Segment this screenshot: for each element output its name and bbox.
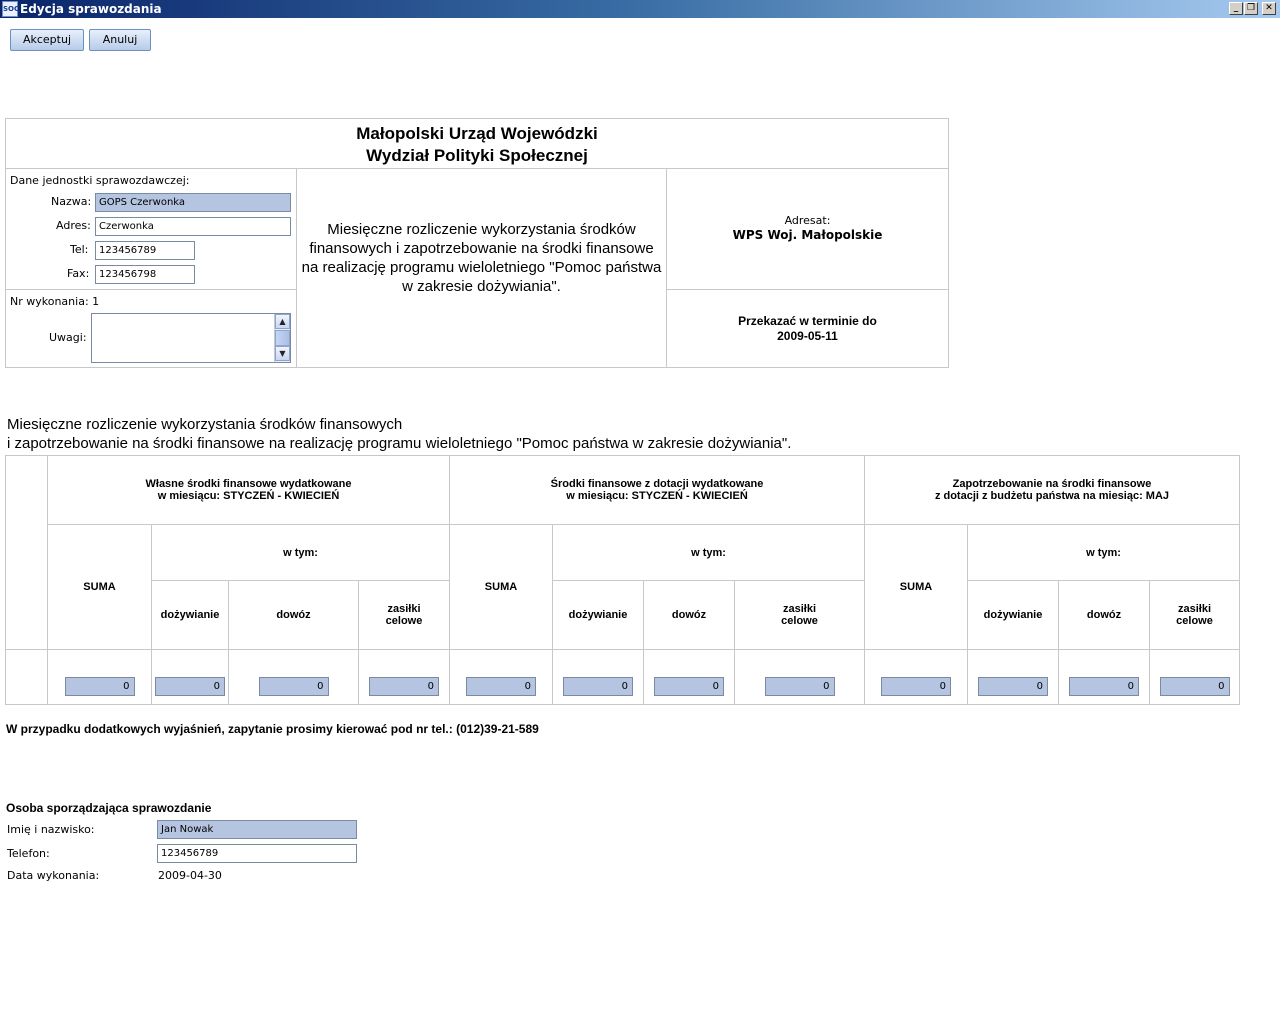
unit-address-field[interactable]: Czerwonka: [95, 217, 291, 236]
group-header-grant-funds: Środki finansowe z dotacji wydatkowane w…: [449, 455, 865, 525]
transport-header: dowóz: [1058, 580, 1150, 650]
close-button[interactable]: ✕: [1262, 2, 1276, 15]
feeding-header: dożywianie: [151, 580, 229, 650]
sum-header: SUMA: [47, 524, 152, 650]
window-title: Edycja sprawozdania: [20, 2, 162, 16]
contact-note: W przypadku dodatkowych wyjaśnień, zapyt…: [6, 722, 539, 736]
table-row: 0 0 0 0 0 0 0 0 0 0 0 0: [5, 649, 1240, 705]
remarks-scrollbar[interactable]: ▲ ▼: [274, 314, 290, 362]
preparer-name-label: Imię i nazwisko:: [7, 823, 95, 836]
group-grant-line2: w miesiącu: STYCZEŃ - KWIECIEŃ: [566, 490, 748, 502]
addressee-value: WPS Woj. Małopolskie: [732, 228, 883, 242]
accept-button[interactable]: Akceptuj: [10, 29, 84, 51]
own-feeding-field[interactable]: 0: [155, 677, 225, 696]
deadline-date: 2009-05-11: [777, 329, 838, 343]
grant-sum-field: 0: [466, 677, 536, 696]
group-header-demand: Zapotrzebowanie na środki finansowe z do…: [864, 455, 1240, 525]
unit-fax-field[interactable]: 123456798: [95, 265, 195, 284]
institution-header: Małopolski Urząd Wojewódzki Wydział Poli…: [5, 118, 949, 169]
report-description: Miesięczne rozliczenie wykorzystania śro…: [301, 221, 662, 295]
preparer-name-field: Jan Nowak: [157, 820, 357, 839]
fax-label: Fax:: [67, 267, 90, 280]
row-label-cell: [5, 649, 48, 705]
scroll-down-icon[interactable]: ▼: [275, 346, 290, 361]
scroll-thumb[interactable]: [275, 330, 290, 346]
report-description-panel: Miesięczne rozliczenie wykorzystania śro…: [296, 168, 667, 368]
window-titlebar: SOC Edycja sprawozdania _ ❐ ✕: [0, 0, 1280, 18]
preparer-phone-label: Telefon:: [7, 847, 50, 860]
group-demand-line1: Zapotrzebowanie na środki finansowe: [952, 478, 1152, 490]
report-table: Własne środki finansowe wydatkowane w mi…: [5, 455, 1240, 705]
sum-header: SUMA: [449, 524, 553, 650]
demand-sum-field: 0: [881, 677, 951, 696]
group-own-line2: w miesiącu: STYCZEŃ - KWIECIEŃ: [157, 490, 340, 502]
own-sum-field: 0: [64, 677, 135, 696]
own-transport-field[interactable]: 0: [258, 677, 329, 696]
group-header-own-funds: Własne środki finansowe wydatkowane w mi…: [47, 455, 450, 525]
deadline-panel: Przekazać w terminie do 2009-05-11: [666, 289, 949, 368]
including-header: w tym:: [552, 524, 865, 581]
own-allowance-field[interactable]: 0: [369, 677, 439, 696]
preparer-title: Osoba sporządzająca sprawozdanie: [6, 801, 212, 815]
transport-header: dowóz: [643, 580, 735, 650]
group-own-line1: Własne środki finansowe wydatkowane: [145, 478, 352, 490]
row-header-cell: [5, 455, 48, 650]
feeding-header: dożywianie: [967, 580, 1059, 650]
addressee-label: Adresat:: [784, 214, 831, 227]
grant-feeding-field[interactable]: 0: [563, 677, 633, 696]
name-label: Nazwa:: [51, 195, 92, 208]
including-header: w tym:: [967, 524, 1240, 581]
section-title-line1: Miesięczne rozliczenie wykorzystania śro…: [7, 416, 403, 433]
unit-tel-field[interactable]: 123456789: [95, 241, 195, 260]
tel-label: Tel:: [70, 243, 89, 256]
department-name: Wydział Polityki Społecznej: [366, 146, 588, 165]
unit-name-field: GOPS Czerwonka: [95, 193, 291, 212]
preparer-date-label: Data wykonania:: [7, 869, 100, 882]
demand-allowance-field[interactable]: 0: [1159, 677, 1230, 696]
address-label: Adres:: [56, 219, 91, 232]
unit-data-label: Dane jednostki sprawozdawczej:: [10, 174, 190, 187]
deadline-label: Przekazać w terminie do: [738, 314, 877, 328]
cancel-button[interactable]: Anuluj: [89, 29, 151, 51]
minimize-button[interactable]: _: [1229, 2, 1243, 15]
sum-header: SUMA: [864, 524, 968, 650]
restore-button[interactable]: ❐: [1244, 2, 1258, 15]
unit-data-panel: Dane jednostki sprawozdawczej: Nazwa: GO…: [5, 168, 297, 290]
addressee-panel: Adresat: WPS Woj. Małopolskie: [666, 168, 949, 290]
including-header: w tym:: [151, 524, 450, 581]
preparer-date-value: 2009-04-30: [158, 869, 222, 882]
feeding-header: dożywianie: [552, 580, 644, 650]
demand-transport-field[interactable]: 0: [1069, 677, 1139, 696]
group-grant-line1: Środki finansowe z dotacji wydatkowane: [550, 478, 764, 490]
scroll-up-icon[interactable]: ▲: [275, 314, 290, 329]
section-title-line2: i zapotrzebowanie na środki finansowe na…: [7, 435, 792, 452]
institution-name: Małopolski Urząd Wojewódzki: [356, 124, 598, 143]
group-demand-line2: z dotacji z budżetu państwa na miesiąc: …: [934, 490, 1170, 502]
transport-header: dowóz: [228, 580, 359, 650]
remarks-label: Uwagi:: [49, 331, 87, 344]
remarks-textarea[interactable]: [91, 313, 291, 363]
execution-number: Nr wykonania: 1: [10, 295, 100, 308]
execution-panel: Nr wykonania: 1 Uwagi: ▲ ▼: [5, 289, 297, 368]
grant-transport-field[interactable]: 0: [654, 677, 724, 696]
app-icon: SOC: [2, 1, 19, 17]
demand-feeding-field[interactable]: 0: [978, 677, 1048, 696]
grant-allowance-field[interactable]: 0: [764, 677, 835, 696]
preparer-phone-field[interactable]: 123456789: [157, 844, 357, 863]
